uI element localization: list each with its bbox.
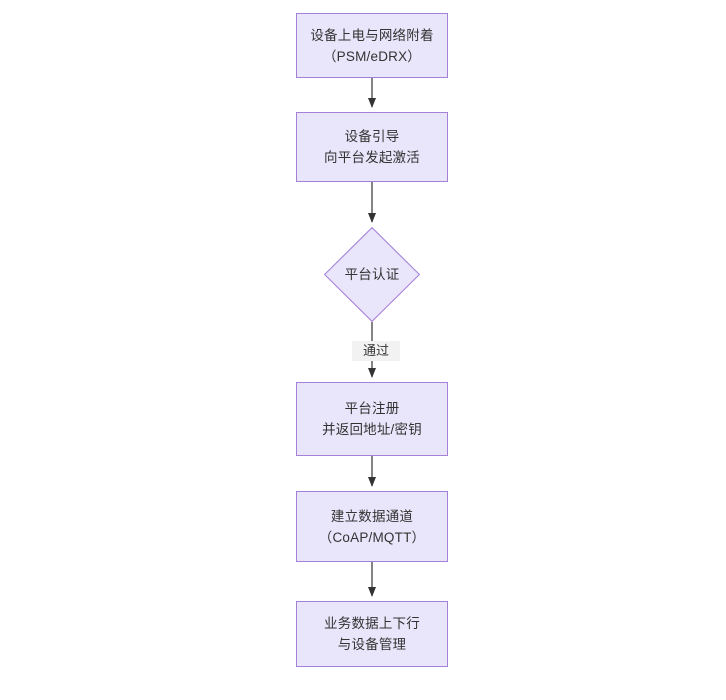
node-platform-auth-label: 平台认证	[344, 267, 400, 282]
node-bootstrap-line-2: 向平台发起激活	[324, 150, 420, 165]
node-business-data[interactable]: 业务数据上下行 与设备管理	[296, 601, 448, 667]
node-business-data-line-2: 与设备管理	[337, 637, 407, 652]
node-data-channel-line-1: 建立数据通道	[330, 508, 414, 524]
node-platform-register[interactable]: 平台注册 并返回地址/密钥	[296, 382, 448, 456]
node-platform-register-line-2: 并返回地址/密钥	[322, 422, 422, 437]
node-power-on[interactable]: 设备上电与网络附着 （PSM/eDRX）	[296, 13, 448, 78]
node-power-on-line-1: 设备上电与网络附着	[310, 27, 434, 43]
node-bootstrap[interactable]: 设备引导 向平台发起激活	[296, 112, 448, 182]
node-power-on-line-2: （PSM/eDRX）	[322, 48, 422, 64]
node-platform-register-line-1: 平台注册	[344, 401, 400, 416]
node-data-channel-line-2: （CoAP/MQTT）	[318, 529, 426, 545]
node-data-channel[interactable]: 建立数据通道 （CoAP/MQTT）	[296, 491, 448, 562]
node-business-data-line-1: 业务数据上下行	[324, 616, 420, 631]
edge-label-pass: 通过	[352, 341, 400, 361]
diamond-shape	[324, 227, 420, 322]
node-platform-auth[interactable]: 平台认证	[324, 227, 420, 322]
node-bootstrap-line-1: 设备引导	[344, 129, 400, 144]
